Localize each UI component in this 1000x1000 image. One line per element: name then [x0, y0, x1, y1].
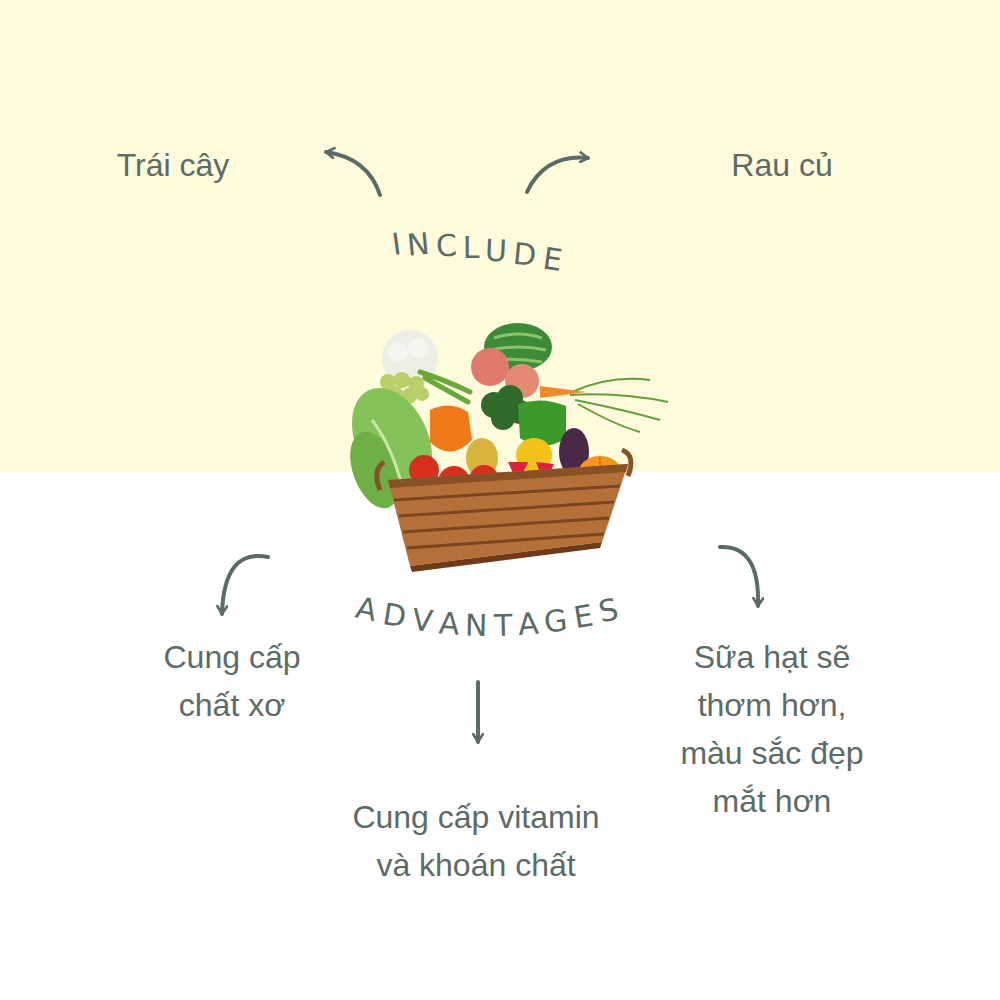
curved-arrow — [527, 158, 588, 192]
vegetable-basket — [336, 323, 668, 572]
arrows — [222, 152, 758, 742]
top-band — [0, 0, 1000, 472]
curved-arrow — [222, 556, 268, 614]
advantage-text: Sữa hạt sẽ thơm hơn, màu sắc đẹp mắt hơn — [670, 633, 875, 825]
section-heading: ADVANTAGES — [356, 596, 623, 640]
advantage-text: Cung cấp chất xơ — [137, 633, 327, 729]
curved-arrow — [326, 152, 380, 195]
category-label: Rau củ — [731, 141, 832, 189]
curved-arrow — [720, 547, 758, 606]
advantage-text: Cung cấp vitamin và khoán chất — [334, 793, 619, 889]
section-heading: INCLUDE — [392, 226, 567, 270]
category-label: Trái cây — [117, 141, 230, 189]
straight-arrow — [476, 682, 480, 742]
